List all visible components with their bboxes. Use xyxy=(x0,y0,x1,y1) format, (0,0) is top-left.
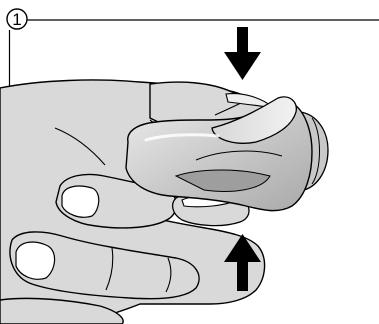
middle-fingernail xyxy=(16,242,55,279)
arrow-down-icon xyxy=(224,27,261,80)
step-number: 1 xyxy=(12,10,21,29)
index-fingernail xyxy=(62,186,99,217)
